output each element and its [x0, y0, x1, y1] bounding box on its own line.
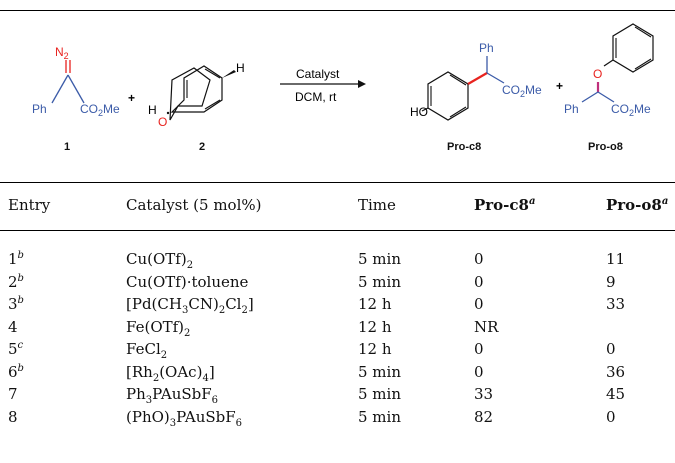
cell-pro-c8: 82: [474, 407, 494, 426]
cell-pro-c8: 33: [474, 385, 494, 403]
cell-pro-c8: 0: [474, 250, 484, 268]
cell-time: 5 min: [358, 385, 401, 403]
table-row: 3b [Pd(CH3CN)2Cl2] 12 h 0 33: [0, 295, 675, 317]
header-pro-o8: Pro-o8a: [606, 196, 669, 214]
reagent-2: H O H 2: [148, 61, 245, 153]
reagent1-ph: Ph: [32, 102, 47, 116]
table-row: 6b [Rh2(OAc)4] 5 min 0 36: [0, 363, 675, 385]
cell-pro-c8: NR: [474, 317, 499, 336]
cell-entry: 1b: [8, 250, 24, 268]
prod-o8-ester: CO2Me: [611, 102, 651, 118]
cell-pro-o8: 11: [606, 250, 626, 268]
product-o8: O Ph CO2Me Pro-o8: [564, 23, 654, 153]
cell-pro-o8: 45: [606, 385, 626, 403]
cell-catalyst: FeCl2: [126, 340, 168, 361]
cell-entry: 2b: [8, 272, 24, 291]
label-pro-o8: Pro-o8: [588, 141, 623, 153]
table-row: 8 (PhO)3PAuSbF6 5 min 82 0: [0, 408, 675, 430]
cell-entry: 5c: [8, 340, 24, 358]
reagent-1: N2 Ph CO2Me 1: [32, 45, 120, 153]
cell-time: 5 min: [358, 362, 401, 381]
cell-catalyst: Ph3PAuSbF6: [126, 385, 219, 406]
table-top-rule: [0, 182, 675, 183]
reagent1-n2: N2: [55, 45, 69, 61]
cell-catalyst: [Pd(CH3CN)2Cl2]: [126, 295, 254, 316]
table-row: 2b Cu(OTf)·toluene 5 min 0 9: [0, 273, 675, 295]
cell-entry: 7: [8, 385, 18, 403]
cell-pro-c8: 0: [474, 340, 484, 358]
header-time: Time: [358, 196, 396, 214]
table-row: 1b Cu(OTf)2 5 min 0 11: [0, 250, 675, 272]
table-header-row: Entry Catalyst (5 mol%) Time Pro-c8a Pro…: [0, 196, 675, 220]
top-rule: [0, 10, 675, 11]
cell-catalyst: Fe(OTf)2: [126, 317, 191, 339]
reagent2-o: O: [158, 115, 167, 129]
cell-time: 5 min: [358, 407, 401, 426]
prod-c8-ho: HO: [410, 105, 428, 119]
cell-pro-c8: 0: [474, 295, 484, 313]
reaction-scheme: N2 Ph CO2Me 1 + H O H 2 Catalyst: [32, 23, 654, 153]
header-entry: Entry: [8, 196, 51, 214]
header-pro-c8: Pro-c8a: [474, 196, 536, 214]
prod-c8-ph: Ph: [479, 41, 494, 55]
cell-catalyst: (PhO)3PAuSbF6: [126, 407, 243, 429]
label-pro-c8: Pro-c8: [447, 141, 481, 153]
header-bottom-rule: [0, 230, 675, 231]
arrow-bottom-text: DCM, rt: [295, 90, 337, 104]
label-compound-2: 2: [199, 141, 205, 153]
cell-entry: 6b: [8, 362, 24, 381]
label-compound-1: 1: [64, 141, 70, 153]
table-row: 4 Fe(OTf)2 12 h NR: [0, 318, 675, 340]
table-row: 7 Ph3PAuSbF6 5 min 33 45: [0, 385, 675, 407]
prod-c8-ester: CO2Me: [502, 83, 542, 99]
cell-time: 12 h: [358, 340, 392, 358]
table-row: 5c FeCl2 12 h 0 0: [0, 340, 675, 362]
header-catalyst: Catalyst (5 mol%): [126, 196, 262, 214]
arrow-top-text: Catalyst: [296, 67, 340, 81]
reagent2-h2: H: [236, 61, 245, 75]
cell-entry: 3b: [8, 295, 24, 313]
cell-entry: 4: [8, 317, 18, 336]
product-c8: HO Ph CO2Me Pro-c8: [410, 41, 542, 153]
plus-sign-2: +: [556, 79, 563, 93]
cell-pro-c8: 0: [474, 362, 484, 381]
cell-pro-o8: 9: [606, 272, 616, 291]
cell-pro-o8: 36: [606, 362, 626, 381]
cell-pro-c8: 0: [474, 272, 484, 291]
cell-entry: 8: [8, 407, 18, 426]
prod-o8-o: O: [593, 67, 602, 81]
cell-time: 5 min: [358, 272, 401, 291]
prod-o8-ph: Ph: [564, 102, 579, 116]
reagent2-h: H: [148, 103, 157, 117]
reagent1-ester: CO2Me: [80, 102, 120, 118]
cell-pro-o8: 33: [606, 295, 626, 313]
cell-time: 12 h: [358, 295, 392, 313]
cell-time: 12 h: [358, 317, 392, 336]
cell-pro-o8: 0: [606, 340, 616, 358]
cell-catalyst: Cu(OTf)2: [126, 250, 194, 271]
cell-catalyst: Cu(OTf)·toluene: [126, 272, 249, 291]
cell-time: 5 min: [358, 250, 401, 268]
plus-sign-1: +: [128, 91, 135, 105]
cell-catalyst: [Rh2(OAc)4]: [126, 362, 215, 384]
reaction-arrow: Catalyst DCM, rt: [280, 67, 366, 104]
cell-pro-o8: 0: [606, 407, 616, 426]
